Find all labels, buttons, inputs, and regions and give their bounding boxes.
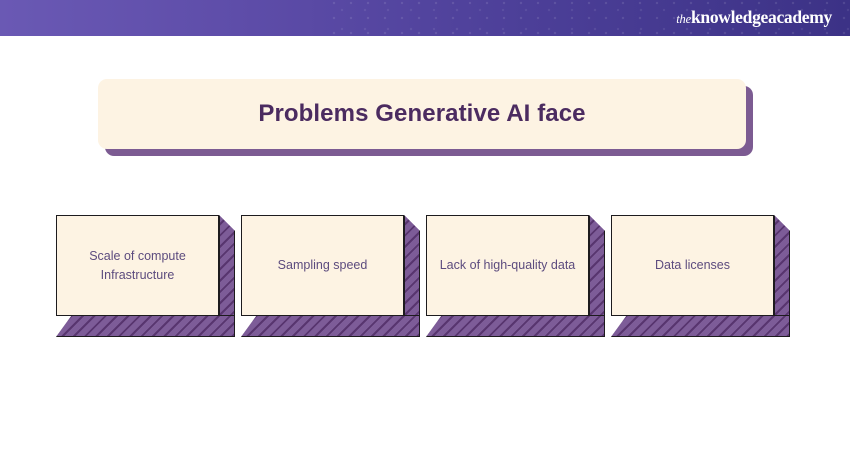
card-item[interactable]: Scale of compute Infrastructure xyxy=(56,215,235,337)
card-label: Lack of high-quality data xyxy=(439,258,576,273)
cards-row: Scale of compute Infrastructure Sampling… xyxy=(56,215,796,340)
card-face: Lack of high-quality data xyxy=(426,215,589,316)
card-label: Sampling speed xyxy=(277,258,368,273)
card-item[interactable]: Lack of high-quality data xyxy=(426,215,605,337)
card-face: Sampling speed xyxy=(241,215,404,316)
card-bottom-shadow xyxy=(56,315,235,337)
card-face: Scale of compute Infrastructure xyxy=(56,215,219,316)
card-side-shadow xyxy=(589,215,605,337)
card-side-shadow xyxy=(774,215,790,337)
card-label: Scale of compute Infrastructure xyxy=(89,248,186,282)
brand-knowledge-text: knowledge xyxy=(690,7,768,27)
brand-logo[interactable]: theknowledgeacademy xyxy=(676,7,832,27)
brand-the-text: the xyxy=(676,12,691,26)
card-item[interactable]: Data licenses xyxy=(611,215,790,337)
title-banner-container: Problems Generative AI face xyxy=(98,79,753,156)
page-title: Problems Generative AI face xyxy=(258,100,586,127)
card-side-shadow xyxy=(219,215,235,337)
card-bottom-shadow xyxy=(611,315,790,337)
card-face: Data licenses xyxy=(611,215,774,316)
title-banner: Problems Generative AI face xyxy=(98,79,746,149)
card-bottom-shadow xyxy=(241,315,420,337)
card-label: Data licenses xyxy=(654,258,731,273)
brand-academy-text: academy xyxy=(768,7,832,27)
card-item[interactable]: Sampling speed xyxy=(241,215,420,337)
header-bar: theknowledgeacademy xyxy=(0,0,850,36)
card-bottom-shadow xyxy=(426,315,605,337)
